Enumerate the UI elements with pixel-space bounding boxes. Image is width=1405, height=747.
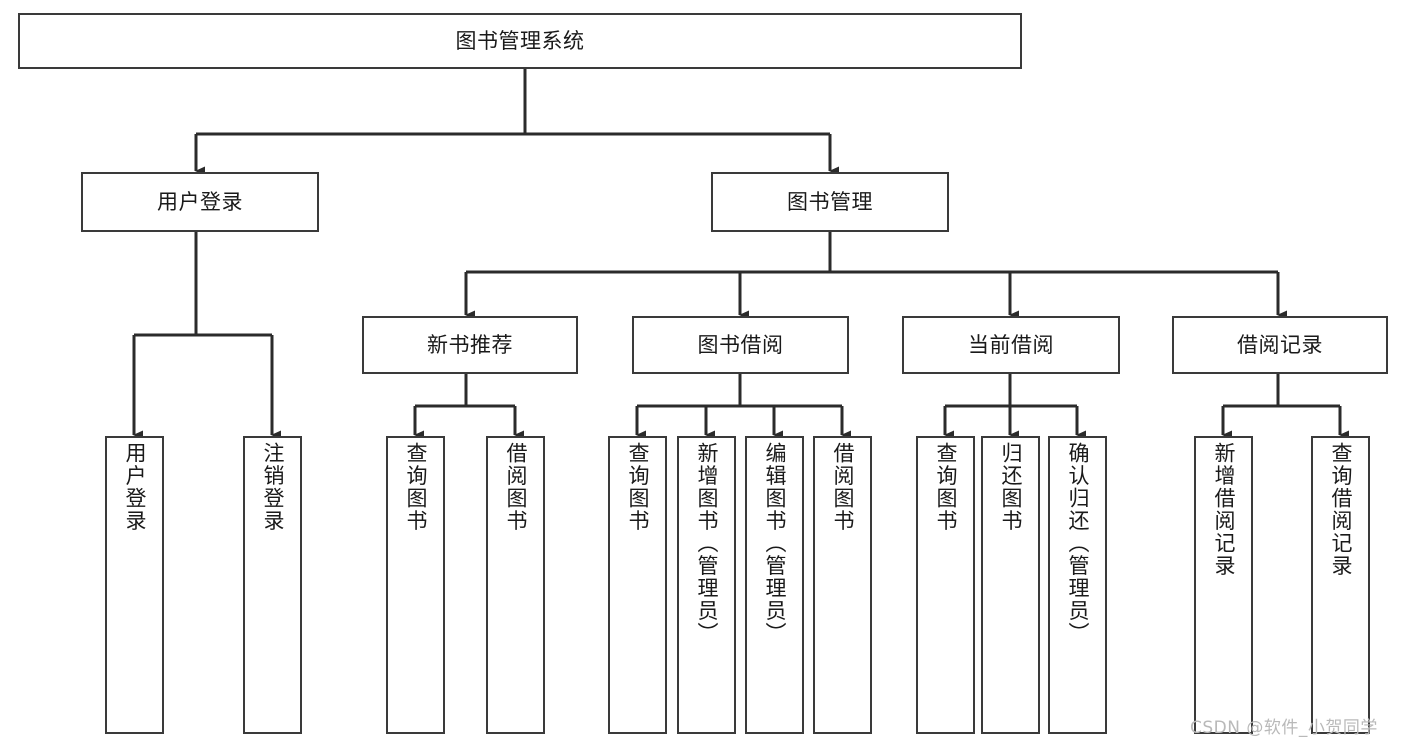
leaf-borrow-query-book[interactable]: 查询图书 [608,436,667,734]
leaf-borrow-add-book[interactable]: 新增图书（管理员） [677,436,736,734]
leaf-user-logout-label: 注销登录 [261,442,285,532]
leaf-current-query-book-label: 查询图书 [934,442,958,532]
leaf-record-query[interactable]: 查询借阅记录 [1311,436,1370,734]
leaf-new-query-book[interactable]: 查询图书 [386,436,445,734]
leaf-current-confirm-return-label: 确认归还（管理员） [1066,442,1090,645]
leaf-borrow-query-book-label: 查询图书 [626,442,650,532]
leaf-record-add[interactable]: 新增借阅记录 [1194,436,1253,734]
leaf-borrow-borrow-book-label: 借阅图书 [831,442,855,532]
node-current-borrowing[interactable]: 当前借阅 [902,316,1120,374]
node-root-label: 图书管理系统 [455,28,585,53]
node-user-login-module[interactable]: 用户登录 [81,172,319,232]
leaf-current-confirm-return[interactable]: 确认归还（管理员） [1048,436,1107,734]
leaf-borrow-edit-book[interactable]: 编辑图书（管理员） [745,436,804,734]
node-root[interactable]: 图书管理系统 [18,13,1022,69]
leaf-borrow-add-book-label: 新增图书（管理员） [695,442,719,645]
node-user-login-module-label: 用户登录 [157,189,243,214]
node-new-book-recommendation-label: 新书推荐 [427,332,513,357]
connector-lines [132,69,1349,440]
node-book-borrowing-label: 图书借阅 [697,332,784,357]
node-borrow-records[interactable]: 借阅记录 [1172,316,1388,374]
leaf-user-logout[interactable]: 注销登录 [243,436,302,734]
node-current-borrowing-label: 当前借阅 [968,332,1054,357]
node-book-management-module[interactable]: 图书管理 [711,172,949,232]
leaf-record-add-label: 新增借阅记录 [1212,442,1236,577]
leaf-borrow-edit-book-label: 编辑图书（管理员） [763,442,787,645]
node-book-management-module-label: 图书管理 [787,189,873,214]
node-book-borrowing[interactable]: 图书借阅 [632,316,849,374]
leaf-borrow-borrow-book[interactable]: 借阅图书 [813,436,872,734]
leaf-current-query-book[interactable]: 查询图书 [916,436,975,734]
leaf-new-borrow-book[interactable]: 借阅图书 [486,436,545,734]
leaf-user-login-label: 用户登录 [123,442,147,532]
leaf-new-borrow-book-label: 借阅图书 [504,442,528,532]
leaf-record-query-label: 查询借阅记录 [1329,442,1353,577]
leaf-new-query-book-label: 查询图书 [404,442,428,532]
node-borrow-records-label: 借阅记录 [1237,332,1323,357]
leaf-current-return-book-label: 归还图书 [999,442,1023,532]
node-new-book-recommendation[interactable]: 新书推荐 [362,316,578,374]
leaf-user-login[interactable]: 用户登录 [105,436,164,734]
leaf-current-return-book[interactable]: 归还图书 [981,436,1040,734]
